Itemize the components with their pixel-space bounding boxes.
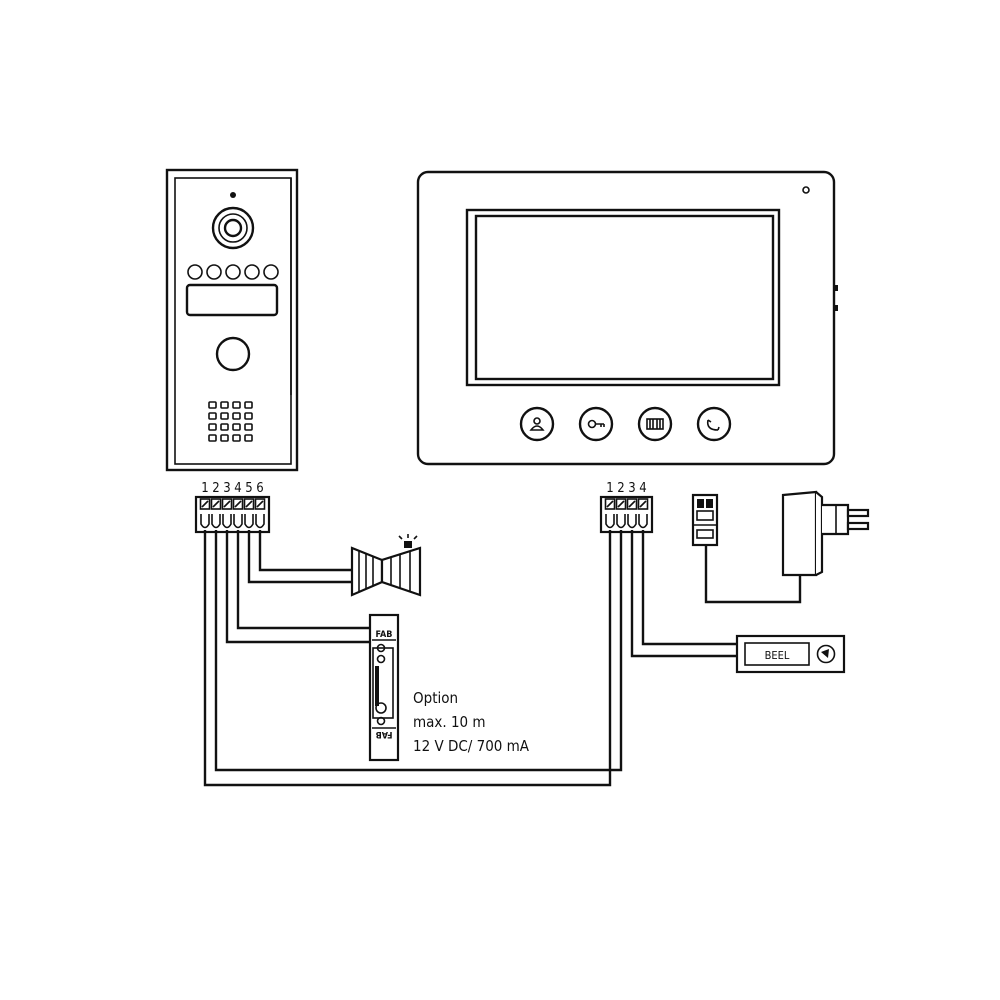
grille-hole [232,434,241,442]
door-terminal-number: 1 [201,481,208,496]
terminal-screw [243,498,255,529]
lock-label-top: FAB [376,630,393,640]
door-station-terminal-block [194,495,271,534]
door-terminal-number: 3 [223,481,230,496]
door-station [165,168,299,472]
max-distance-note: max. 10 m [413,713,486,731]
terminal-screw [199,498,211,529]
camera-indicator-led [230,192,236,198]
name-plate [185,283,279,317]
grille-hole [232,401,241,409]
monitor-button-3[interactable] [637,406,673,442]
status-led [802,186,810,194]
option-note: Option [413,689,458,707]
grille-hole [220,434,229,442]
monitor-terminal-number: 3 [628,481,635,496]
bell-icon [816,644,836,664]
monitor-button-4[interactable] [696,406,732,442]
camera-lens-icon [211,206,255,250]
terminal-screw [254,498,266,529]
grille-hole [244,401,253,409]
intercom-icon [529,417,545,431]
call-button[interactable] [215,336,251,372]
handset-icon [706,419,720,431]
wires [203,530,802,787]
grille-hole [220,423,229,431]
warning-light-icon [398,534,418,548]
grille-hole [208,412,217,420]
lock-label-bottom: FAB [376,729,393,739]
terminal-screw [221,498,233,529]
door-terminal-number: 5 [245,481,252,496]
monitor-screen [465,208,781,387]
door-terminal-number: 6 [256,481,263,496]
grille-hole [232,423,241,431]
door-terminal-number: 4 [234,481,241,496]
terminal-screw [637,498,649,529]
door-terminal-number: 2 [212,481,219,496]
grille-hole [220,401,229,409]
grille-hole [232,412,241,420]
monitor-terminal-number: 2 [617,481,624,496]
grille-hole [208,401,217,409]
grille-hole [244,412,253,420]
monitor-terminal-number: 4 [639,481,646,496]
power-connector [691,493,719,547]
doorbell-label: BEEL [765,649,790,662]
terminal-screw [210,498,222,529]
grille-hole [244,434,253,442]
monitor-terminal-number: 1 [606,481,613,496]
gate-opener [350,534,422,597]
ir-led-row [187,264,279,280]
indoor-monitor [416,170,838,466]
electric-door-lock: FAB FAB [368,613,400,762]
terminal-screw [232,498,244,529]
grille-hole [244,423,253,431]
power-adapter [781,490,870,577]
terminal-screw [615,498,627,529]
key-icon [587,419,605,429]
gate-icon [646,418,664,430]
speaker-grille [208,401,253,442]
monitor-terminal-block [599,495,654,534]
grille-hole [208,434,217,442]
grille-hole [208,423,217,431]
monitor-button-2[interactable] [578,406,614,442]
terminal-screw [604,498,616,529]
doorbell-button[interactable]: BEEL [735,634,846,674]
power-spec-note: 12 V DC/ 700 mA [413,737,530,755]
grille-hole [220,412,229,420]
terminal-screw [626,498,638,529]
monitor-button-1[interactable] [519,406,555,442]
